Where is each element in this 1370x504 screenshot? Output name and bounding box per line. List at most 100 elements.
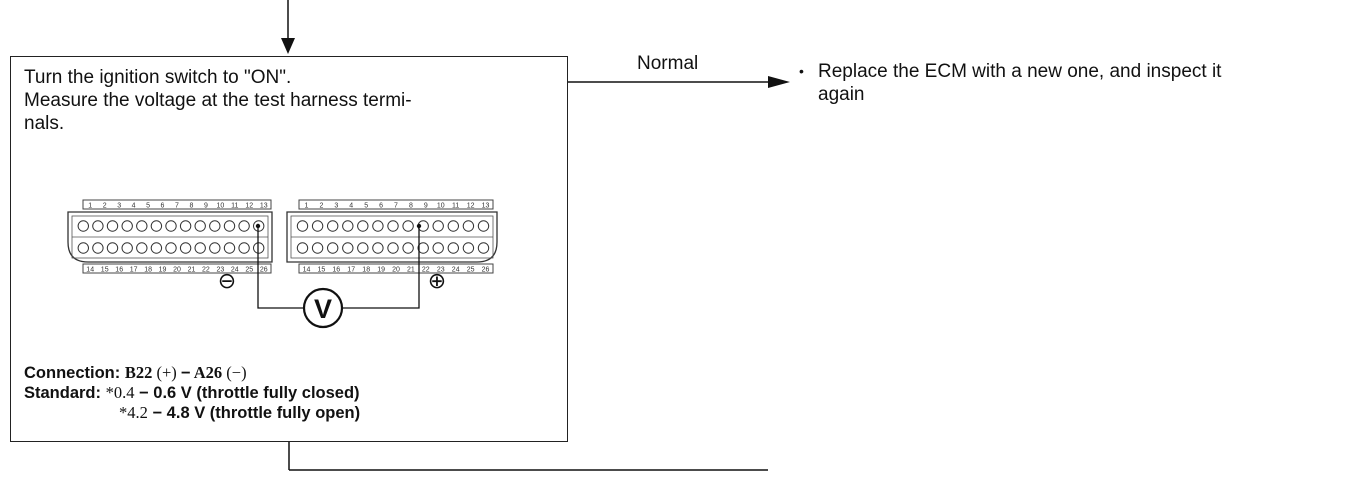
pin-number-label: 14 <box>86 267 94 274</box>
pin-number-label: 21 <box>407 267 415 274</box>
terminal-cavity <box>223 220 236 232</box>
pin-number-label: 25 <box>467 267 475 274</box>
pin-number-label: 3 <box>117 203 121 210</box>
terminal-cavity <box>165 242 177 254</box>
terminal-cavity <box>462 220 475 232</box>
connection-line: Connection: B22 (+) − A26 (−) <box>24 363 360 383</box>
standard-1-star: * <box>105 383 114 402</box>
pin-number-label: 9 <box>424 203 428 210</box>
terminal-cavity <box>296 242 309 254</box>
terminal-cavity <box>77 242 90 254</box>
terminal-cavity <box>477 242 490 254</box>
pin-number-label: 20 <box>392 267 400 274</box>
voltmeter-icon <box>302 287 344 329</box>
terminal-cavity <box>417 242 429 254</box>
terminal-cavity <box>179 220 192 232</box>
normal-branch-label: Normal <box>637 53 699 74</box>
pin-number-label: 24 <box>231 267 239 274</box>
pin-number-label: 14 <box>303 267 311 274</box>
terminal-cavity <box>342 220 354 232</box>
connector-b-top-label-strip <box>298 199 494 210</box>
pin-number-label: 7 <box>175 203 179 210</box>
connector-a-top-label-strip <box>82 199 272 210</box>
connector-b-bottom-label-strip <box>298 263 494 274</box>
instruction-line-2: Measure the voltage at the test harness … <box>24 90 412 111</box>
pin-number-label: 21 <box>188 267 196 274</box>
pin-number-label: 11 <box>452 203 459 210</box>
pin-number-label: 25 <box>245 267 253 274</box>
instruction-line-3: nals. <box>24 113 65 134</box>
terminal-cavity <box>238 220 250 232</box>
pin-number-label: 16 <box>115 267 123 274</box>
pin-number-label: 23 <box>217 267 225 274</box>
pin-number-label: 18 <box>362 267 370 274</box>
standard-2-low: 4.2 <box>127 403 148 422</box>
terminal-cavity <box>121 220 133 232</box>
terminal-cavity <box>92 242 104 254</box>
pin-number-label: 9 <box>204 203 208 210</box>
terminal-cavity <box>432 242 444 254</box>
terminal-cavity <box>106 220 119 232</box>
pin-number-label: 22 <box>422 267 430 274</box>
connection-a-terminal: A26 <box>190 363 227 382</box>
spec-block: Connection: B22 (+) − A26 (−) Standard: … <box>24 363 360 423</box>
instruction-line-1: Turn the ignition switch to "ON". <box>24 67 292 88</box>
terminal-cavity <box>165 220 177 232</box>
standard-line-2: *4.2 − 4.8 V (throttle fully open) <box>24 403 360 423</box>
pin-number-label: 4 <box>132 203 136 210</box>
pin-number-label: 12 <box>245 203 253 210</box>
pin-number-label: 26 <box>260 267 268 274</box>
terminal-cavity <box>253 220 265 232</box>
negative-probe-wire <box>257 226 304 309</box>
connector-a-housing <box>67 211 273 263</box>
pin-number-label: 20 <box>173 267 181 274</box>
pin-number-label: 8 <box>190 203 194 210</box>
normal-result-text: • Replace the ECM with a new one, and in… <box>799 60 1222 106</box>
terminal-cavity <box>432 220 444 232</box>
terminal-cavity <box>121 242 133 254</box>
pin-number-label: 23 <box>437 267 445 274</box>
connector-a-bottom-label-strip <box>82 263 272 274</box>
connector-a-cavities <box>77 220 265 254</box>
pin-number-label: 12 <box>467 203 475 210</box>
connection-dash: − <box>180 364 191 382</box>
pin-number-label: 8 <box>409 203 413 210</box>
terminal-cavity <box>150 220 163 232</box>
pin-number-label: 4 <box>349 203 353 210</box>
standard-2-rest: − 4.8 V (throttle fully open) <box>147 404 361 422</box>
terminal-cavity <box>402 242 414 254</box>
pin-number-label: 7 <box>394 203 398 210</box>
terminal-cavity <box>327 242 339 254</box>
terminal-cavity <box>372 242 384 254</box>
connector-b-housing <box>286 211 498 263</box>
connection-minus: (−) <box>226 363 247 382</box>
negative-terminal-icon: ⊖ <box>218 269 236 294</box>
terminal-cavity <box>357 242 369 254</box>
terminal-cavity <box>238 242 250 254</box>
pin-number-label: 26 <box>482 267 490 274</box>
terminal-cavity <box>179 242 192 254</box>
terminal-cavity <box>106 242 119 254</box>
terminal-cavity <box>327 220 339 232</box>
pin-number-label: 15 <box>101 267 109 274</box>
terminal-cavity <box>402 220 414 232</box>
connector-b-cavities <box>296 220 490 254</box>
terminal-cavity <box>311 242 324 254</box>
standard-label: Standard: <box>24 384 106 402</box>
pin-number-label: 3 <box>334 203 338 210</box>
standard-line-1: Standard: *0.4 − 0.6 V (throttle fully c… <box>24 383 360 403</box>
terminal-cavity <box>223 242 236 254</box>
terminal-cavity <box>447 242 459 254</box>
result-line-2: again <box>818 84 865 105</box>
result-line-1: Replace the ECM with a new one, and insp… <box>818 61 1222 82</box>
pin-number-label: 11 <box>231 203 238 210</box>
pin-number-label: 5 <box>364 203 368 210</box>
pin-number-label: 10 <box>437 203 445 210</box>
terminal-cavity <box>150 242 163 254</box>
pin-number-label: 1 <box>305 203 309 210</box>
